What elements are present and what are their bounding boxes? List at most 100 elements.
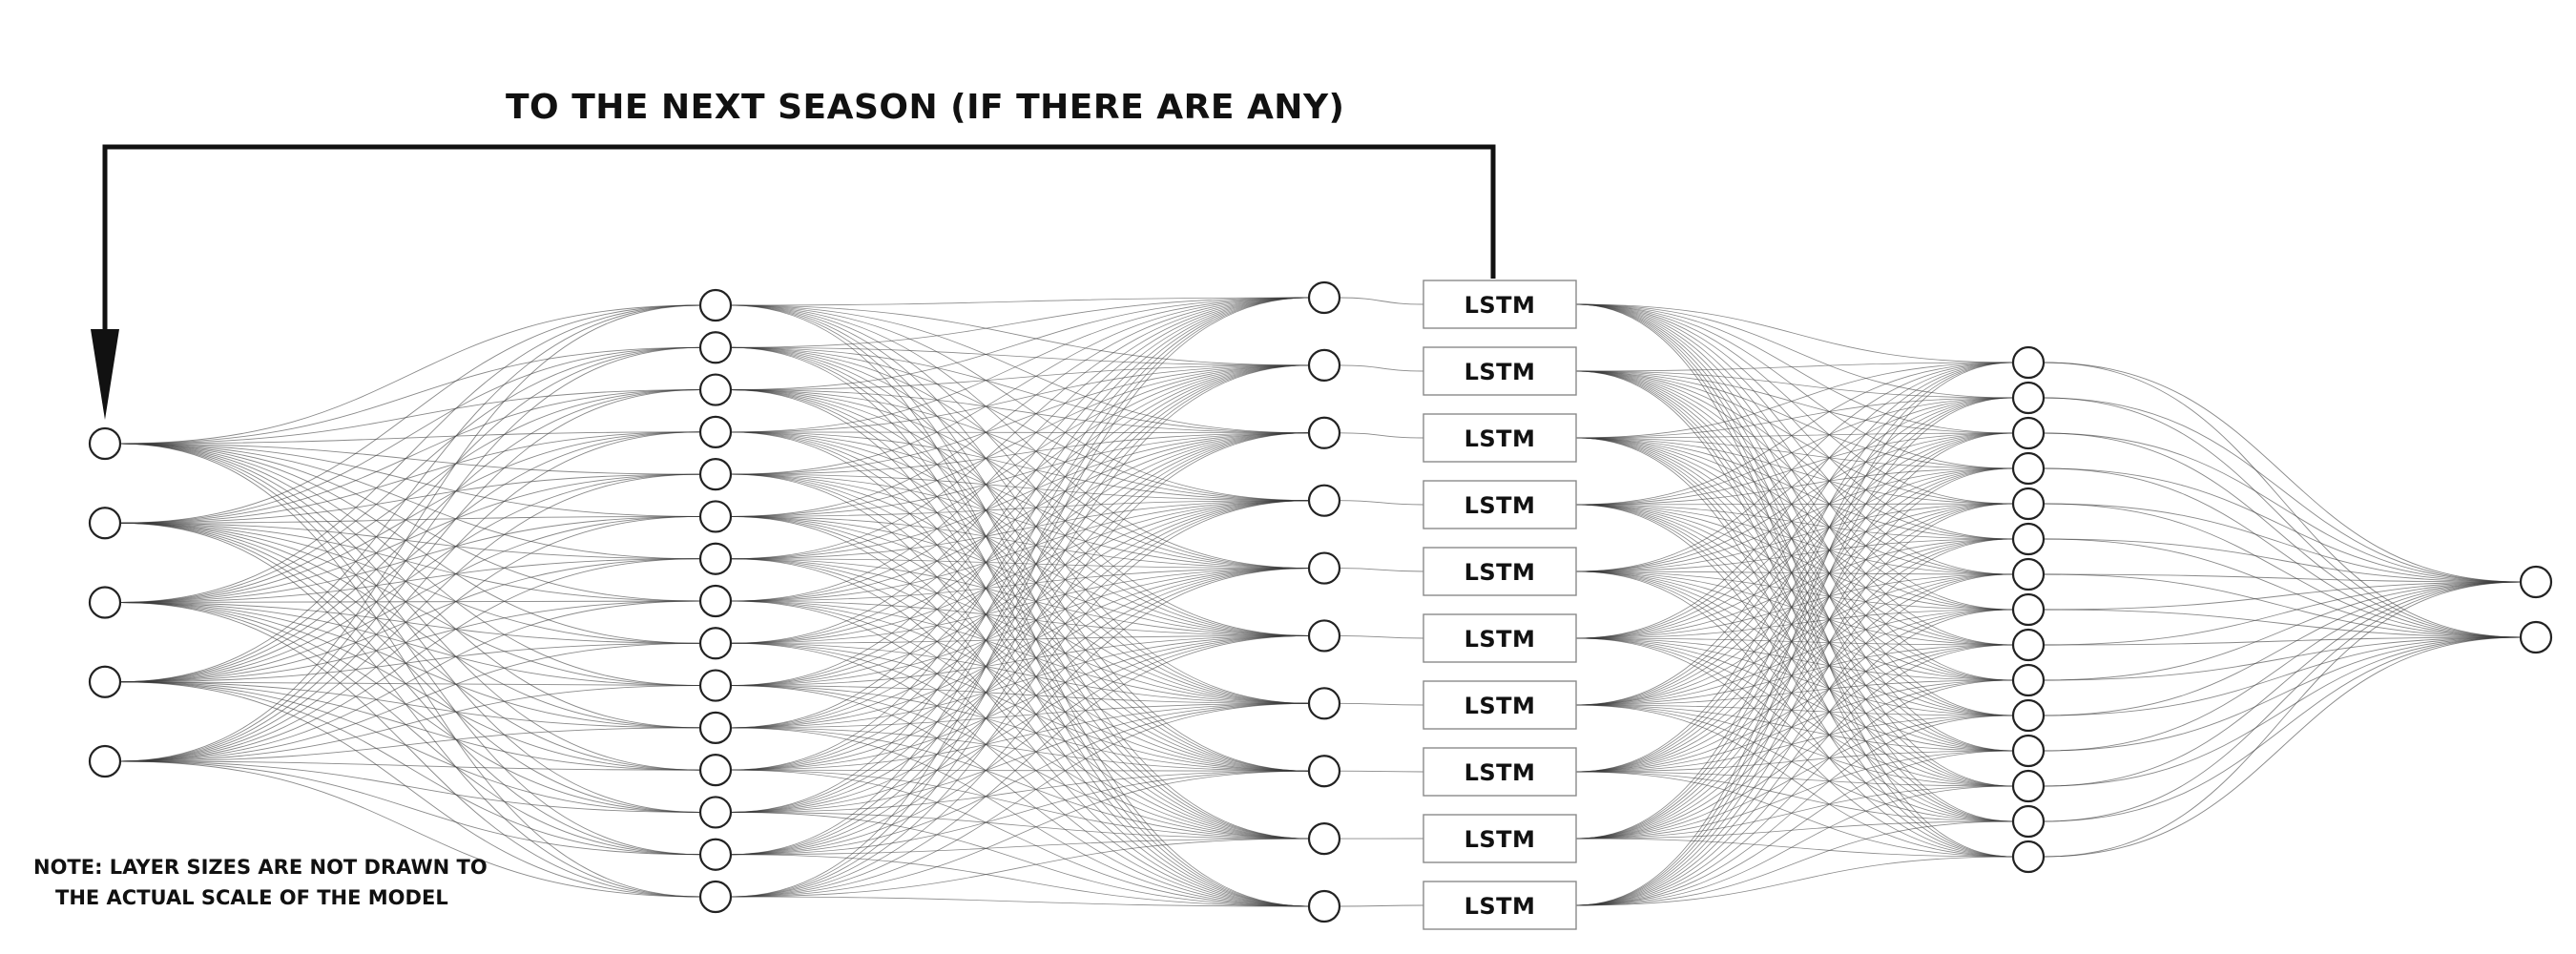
connection-edge [1575,538,2014,906]
connection-edge [730,854,1310,907]
connection-edge [1575,820,2014,840]
connection-edge [1575,370,2014,399]
connection-edge [2043,538,2522,638]
connection-edge [1575,573,2014,773]
connection-edge [119,346,701,603]
connection-edge [730,642,1310,704]
connection-edge [730,364,1310,856]
connection-edge [730,432,1310,898]
connection-edge [730,364,1310,602]
connection-edge [119,558,701,762]
connection-edge [730,364,1310,560]
connection-edge [1575,397,2014,706]
connection-edge [730,432,1310,602]
connection-edge [1575,704,2014,787]
connection-edge [1575,785,2014,840]
connection-edge [1575,437,2014,822]
connection-edge [119,522,701,560]
lstm-cell: LSTM [1423,881,1577,930]
connection-edge [119,443,701,729]
connection-edge [1575,370,2014,540]
lstm-box [1423,814,1577,863]
connection-edge [1575,504,2014,787]
dense-1-neuron [698,584,733,618]
connection-edge [1575,644,2014,840]
connection-edge [119,304,701,524]
connection-edge [119,522,701,644]
connection-edge [1575,432,2014,906]
connection-edge [730,558,1310,569]
connection-edge [2043,581,2522,681]
lstm-box [1423,413,1577,463]
connection-edge [730,297,1310,390]
connection-edge [730,642,1310,772]
connection-edge [119,760,701,856]
connection-edge [1575,370,2014,822]
connection-edge [730,769,1310,840]
connection-edge [1575,437,2014,752]
connection-edge [1575,644,2014,773]
connection-edge [730,500,1310,644]
connection-edge [1575,437,2014,716]
connection-edge [1575,397,2014,506]
connection-edge [119,522,701,771]
connection-edge [1575,504,2014,681]
connection-edge [119,522,701,813]
dense-1-neuron [698,796,733,829]
connection-edge [1575,437,2014,611]
connection-edge [2043,636,2522,646]
connection-edge [730,685,1310,840]
connection-edge [730,568,1310,602]
connection-edge [119,431,701,603]
connection-edge [1575,370,2014,575]
connection-edge [730,568,1310,813]
connection-edge [119,522,701,898]
connection-edge [730,635,1310,898]
connection-edge [1575,785,2014,906]
dense-2-neuron [1307,280,1341,315]
connection-edge [119,515,701,603]
connection-edge [2043,581,2522,787]
connection-edge [119,685,701,762]
connection-edge [1575,609,2014,773]
lstm-cell: LSTM [1423,680,1577,730]
connection-edge [730,727,1310,772]
connection-edge [730,500,1310,813]
connection-edge [1575,362,2014,439]
connection-edge [730,297,1310,475]
dense-2-neuron [1307,619,1341,653]
connection-edge [119,522,701,856]
connection-edge [730,432,1310,771]
connection-edge [119,515,701,683]
connection-edge [730,364,1310,813]
connection-edge [1575,504,2014,752]
connection-edge [2043,467,2522,583]
connection-edge [1575,362,2014,506]
connection-edge [730,364,1310,898]
connection-edge [730,304,1310,434]
connection-edge [730,770,1310,898]
connection-edge [1339,634,1424,639]
connection-edge [1575,573,2014,906]
connection-edge [119,602,701,644]
connection-edge [2043,432,2522,583]
dense-3-neuron [2011,381,2046,415]
connection-edge [119,602,701,813]
connection-edge [119,443,701,602]
connection-edge [119,304,701,445]
connection-edge [730,297,1310,644]
dense-1-neuron [698,880,733,914]
connection-edge [1575,370,2014,752]
connection-edge [119,304,701,603]
connection-edge [119,431,701,524]
dense-3-neuron [2011,840,2046,874]
dense-2-neuron [1307,416,1341,449]
connection-edge [730,304,1310,502]
connection-edge [1575,771,2014,822]
connection-edge [2043,503,2522,638]
connection-edge [2043,636,2522,716]
connection-edge [730,635,1310,686]
connection-edge [730,600,1310,704]
